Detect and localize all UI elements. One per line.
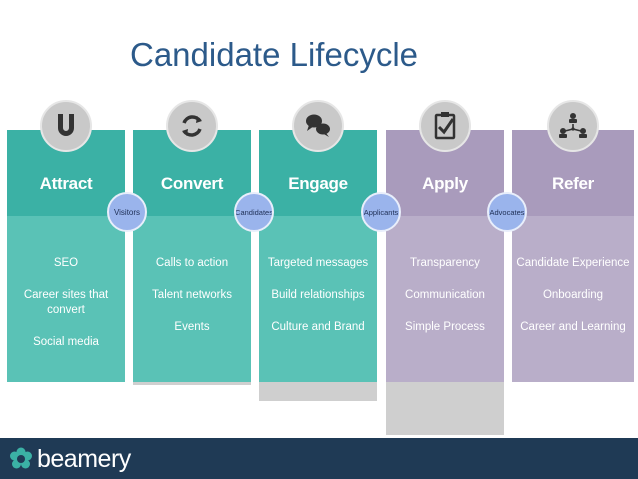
footer-bar: beamery bbox=[0, 438, 638, 479]
list-item: Candidate Experience bbox=[516, 257, 630, 269]
brand-name: beamery bbox=[37, 444, 131, 473]
list-item: Career and Learning bbox=[520, 321, 626, 333]
list-item: Onboarding bbox=[542, 289, 604, 301]
list-item: SEO bbox=[53, 257, 79, 269]
list-item: Calls to action bbox=[155, 257, 229, 269]
list-item: Simple Process bbox=[405, 321, 485, 333]
list-item: Events bbox=[174, 321, 210, 333]
stage-label: Convert bbox=[160, 174, 224, 193]
list-item: Build relationships bbox=[271, 289, 365, 301]
stage-items: Transparency Communication Simple Proces… bbox=[386, 256, 504, 352]
list-item: Talent networks bbox=[152, 289, 232, 301]
card-shadow bbox=[386, 382, 504, 435]
network-people-icon bbox=[547, 100, 599, 152]
connector-visitors: Visitors bbox=[107, 192, 147, 232]
list-item: Culture and Brand bbox=[271, 321, 365, 333]
stage-body: Targeted messages Build relationships Cu… bbox=[259, 216, 377, 382]
list-item: Career sites that convert bbox=[23, 289, 109, 316]
list-item: Targeted messages bbox=[267, 257, 369, 269]
stage-label: Apply bbox=[422, 174, 468, 193]
page-title: Candidate Lifecycle bbox=[130, 36, 419, 73]
card-shadow bbox=[133, 382, 251, 385]
stage-card-convert: Convert Calls to action Talent networks … bbox=[133, 130, 251, 382]
list-item: Communication bbox=[405, 289, 485, 301]
connector-advocates: Advocates bbox=[487, 192, 527, 232]
clipboard-check-icon bbox=[419, 100, 471, 152]
card-shadow bbox=[259, 382, 377, 401]
magnet-icon bbox=[40, 100, 92, 152]
connector-candidates: Candidates bbox=[234, 192, 274, 232]
stage-body: Calls to action Talent networks Events bbox=[133, 216, 251, 382]
stage-card-attract: Attract SEO Career sites that convert So… bbox=[7, 130, 125, 382]
stage-label: Refer bbox=[552, 174, 594, 193]
list-item: Social media bbox=[33, 336, 99, 348]
brand-logo: beamery bbox=[8, 444, 131, 474]
stage-items: Targeted messages Build relationships Cu… bbox=[259, 256, 377, 352]
stage-card-engage: Engage Targeted messages Build relations… bbox=[259, 130, 377, 382]
beamery-flower-icon bbox=[10, 447, 32, 469]
list-item: Transparency bbox=[410, 257, 480, 269]
stage-label: Attract bbox=[39, 174, 93, 193]
refresh-icon bbox=[166, 100, 218, 152]
stage-label: Engage bbox=[288, 174, 348, 193]
chat-bubbles-icon bbox=[292, 100, 344, 152]
stage-body: SEO Career sites that convert Social med… bbox=[7, 216, 125, 382]
connector-applicants: Applicants bbox=[361, 192, 401, 232]
stage-items: Calls to action Talent networks Events bbox=[133, 256, 251, 352]
stage-items: SEO Career sites that convert Social med… bbox=[7, 256, 125, 367]
stage-items: Candidate Experience Onboarding Career a… bbox=[512, 256, 634, 352]
stage-body: Candidate Experience Onboarding Career a… bbox=[512, 216, 634, 382]
stage-body: Transparency Communication Simple Proces… bbox=[386, 216, 504, 382]
lifecycle-diagram: Attract SEO Career sites that convert So… bbox=[7, 100, 634, 435]
stage-card-apply: Apply Transparency Communication Simple … bbox=[386, 130, 504, 382]
stage-card-refer: Refer Candidate Experience Onboarding Ca… bbox=[512, 130, 634, 382]
